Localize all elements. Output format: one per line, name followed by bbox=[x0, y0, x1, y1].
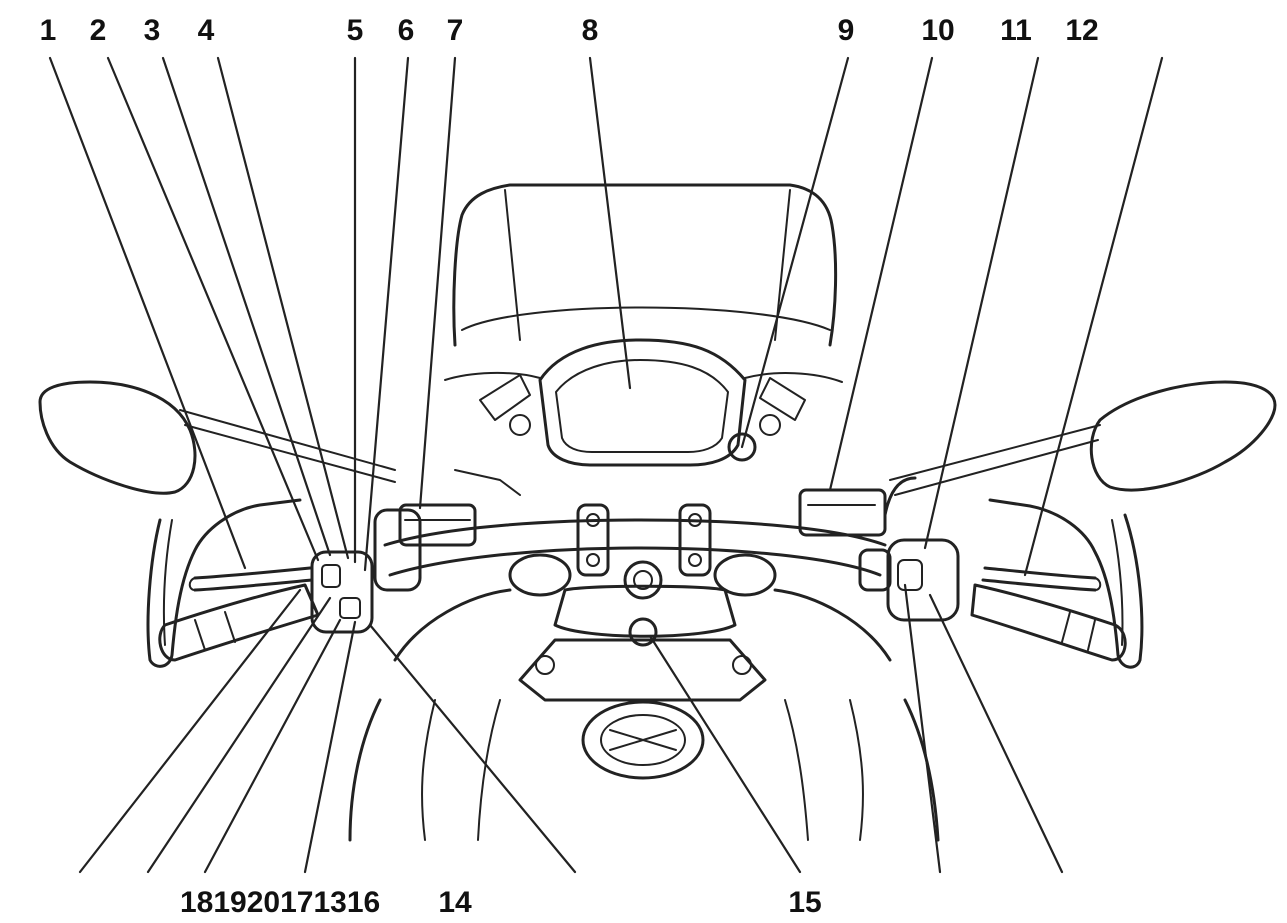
leader-lines bbox=[48, 56, 1164, 874]
callouts-bottom: 181920171316 14 15 bbox=[180, 886, 822, 919]
callout-7: 7 bbox=[447, 14, 464, 47]
left-handguard bbox=[146, 498, 302, 668]
front-body bbox=[518, 638, 767, 702]
fairing-inner bbox=[444, 371, 843, 462]
left-switch-housing bbox=[310, 550, 374, 634]
left-mirror bbox=[38, 380, 396, 495]
callout-group-left: 181920171316 bbox=[180, 886, 380, 919]
handlebar bbox=[383, 518, 887, 577]
callout-6: 6 bbox=[398, 14, 415, 47]
right-switch-housing bbox=[858, 538, 960, 622]
callout-10: 10 bbox=[921, 14, 954, 47]
triple-clamp bbox=[508, 503, 777, 647]
callout-3: 3 bbox=[144, 14, 161, 47]
callout-2: 2 bbox=[90, 14, 107, 47]
left-lever-bracket bbox=[373, 469, 521, 592]
right-master-cylinder bbox=[798, 476, 917, 537]
fuel-tank bbox=[348, 588, 940, 842]
callout-11: 11 bbox=[1000, 14, 1032, 47]
callout-9: 9 bbox=[838, 14, 855, 47]
callouts-top: 1 2 3 4 5 6 7 8 9 10 11 12 bbox=[40, 14, 1099, 47]
callout-4: 4 bbox=[198, 14, 215, 47]
windscreen bbox=[452, 183, 838, 347]
callout-1: 1 bbox=[40, 14, 57, 47]
callout-15: 15 bbox=[788, 886, 821, 919]
right-brake-lever bbox=[981, 566, 1102, 592]
right-grip bbox=[970, 583, 1127, 662]
callout-12: 12 bbox=[1065, 14, 1098, 47]
callout-14: 14 bbox=[438, 886, 472, 919]
right-mirror bbox=[889, 380, 1277, 496]
callout-8: 8 bbox=[582, 14, 599, 47]
callout-5: 5 bbox=[347, 14, 364, 47]
instrument-panel bbox=[538, 338, 747, 467]
left-grip bbox=[158, 583, 320, 662]
left-clutch-lever bbox=[188, 566, 314, 592]
